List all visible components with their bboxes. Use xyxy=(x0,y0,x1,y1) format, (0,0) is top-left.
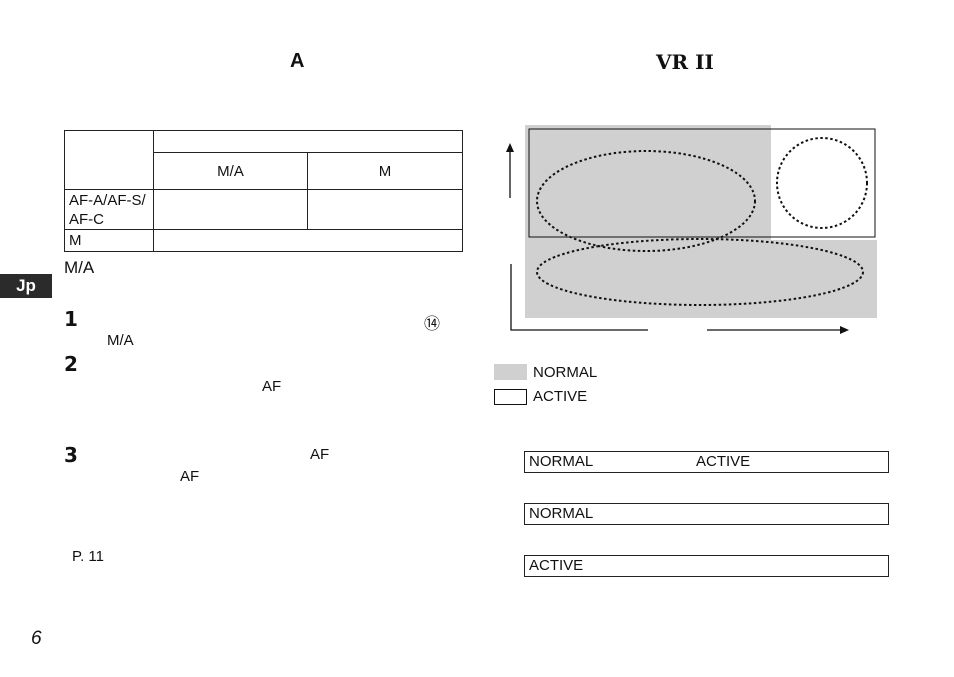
dotted-circle-right xyxy=(776,137,868,229)
normal-zone-lower xyxy=(525,240,877,318)
step-2-text: AF xyxy=(262,378,282,395)
legend-normal-swatch xyxy=(494,364,527,380)
mode-box-active: ACTIVE xyxy=(524,555,889,577)
table-row-m: M xyxy=(64,229,154,252)
mode-box-1-active: ACTIVE xyxy=(696,453,751,470)
step-3-text-b: AF xyxy=(180,468,200,485)
dotted-ellipse-left xyxy=(536,150,756,252)
active-zone-frame xyxy=(528,128,876,238)
ma-label: M/A xyxy=(64,258,95,277)
page-number: 6 xyxy=(31,628,42,649)
table-corner-cell xyxy=(64,130,154,190)
section-heading-vr: VR II xyxy=(656,50,714,74)
table-cell-af-m xyxy=(307,189,463,230)
table-row-af: AF-A/AF-S/ AF-C xyxy=(64,189,154,230)
y-axis-arrow-icon xyxy=(506,143,514,152)
step-3-text-a: AF xyxy=(310,446,330,463)
mode-box-2-normal: NORMAL xyxy=(529,505,594,522)
dotted-ellipse-bottom xyxy=(536,238,864,306)
section-heading-a: A xyxy=(290,50,305,72)
mode-box-normal: NORMAL xyxy=(524,503,889,525)
circled-14-icon: ⑭ xyxy=(424,316,441,333)
x-axis-arrow-icon xyxy=(840,326,849,334)
mode-box-3-active: ACTIVE xyxy=(529,557,584,574)
vr-diagram xyxy=(506,125,877,334)
step-3-number: 3 xyxy=(64,443,78,467)
legend-normal-label: NORMAL xyxy=(533,364,598,381)
mode-table: M/A M AF-A/AF-S/ AF-C M xyxy=(64,130,463,252)
legend-active-swatch xyxy=(494,389,527,405)
step-2-number: 2 xyxy=(64,352,78,376)
step-1-text: M/A xyxy=(107,332,134,349)
legend-active-label: ACTIVE xyxy=(533,388,588,405)
mode-box-normal-active: NORMAL ACTIVE xyxy=(524,451,889,473)
table-header-cell xyxy=(153,130,463,153)
language-tab: Jp xyxy=(0,274,52,298)
table-cell-m xyxy=(153,229,463,252)
table-col-m: M xyxy=(307,152,463,190)
table-cell-af-ma xyxy=(153,189,308,230)
step-1-number: 1 xyxy=(64,307,78,331)
table-col-ma: M/A xyxy=(153,152,308,190)
mode-box-1-normal: NORMAL xyxy=(529,453,594,470)
x-axis-line xyxy=(510,264,648,331)
page-reference: P. 11 xyxy=(72,548,104,565)
